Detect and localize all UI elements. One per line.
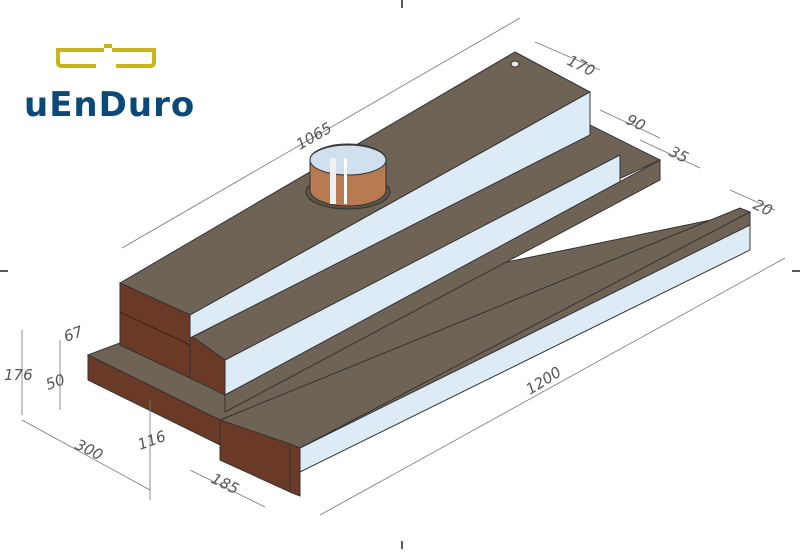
- dim-170: 170: [564, 51, 598, 80]
- upper-left-side: [119, 282, 191, 379]
- dim-1200: 1200: [523, 363, 565, 399]
- dim-90: 90: [623, 110, 648, 135]
- dim-35: 35: [666, 142, 691, 167]
- dim-176: 176: [4, 366, 33, 384]
- dimension-lines: [21, 17, 786, 516]
- hood-body: [86, 51, 752, 497]
- front-left-edge: [289, 443, 301, 497]
- dim-67: 67: [61, 322, 86, 346]
- dim-20: 20: [750, 195, 775, 220]
- dim-116: 116: [135, 427, 168, 454]
- mounting-hole: [510, 60, 520, 68]
- dim-300: 300: [72, 435, 106, 464]
- venduro-logo: uEnDuro: [24, 44, 195, 125]
- dim-50: 50: [43, 370, 67, 393]
- logo-mark-icon: [56, 44, 156, 68]
- middle-lower-deck: [224, 159, 661, 413]
- dim-185: 185: [208, 469, 242, 498]
- brand-name: uEnDuro: [24, 85, 195, 125]
- front-lower-side: [219, 419, 291, 493]
